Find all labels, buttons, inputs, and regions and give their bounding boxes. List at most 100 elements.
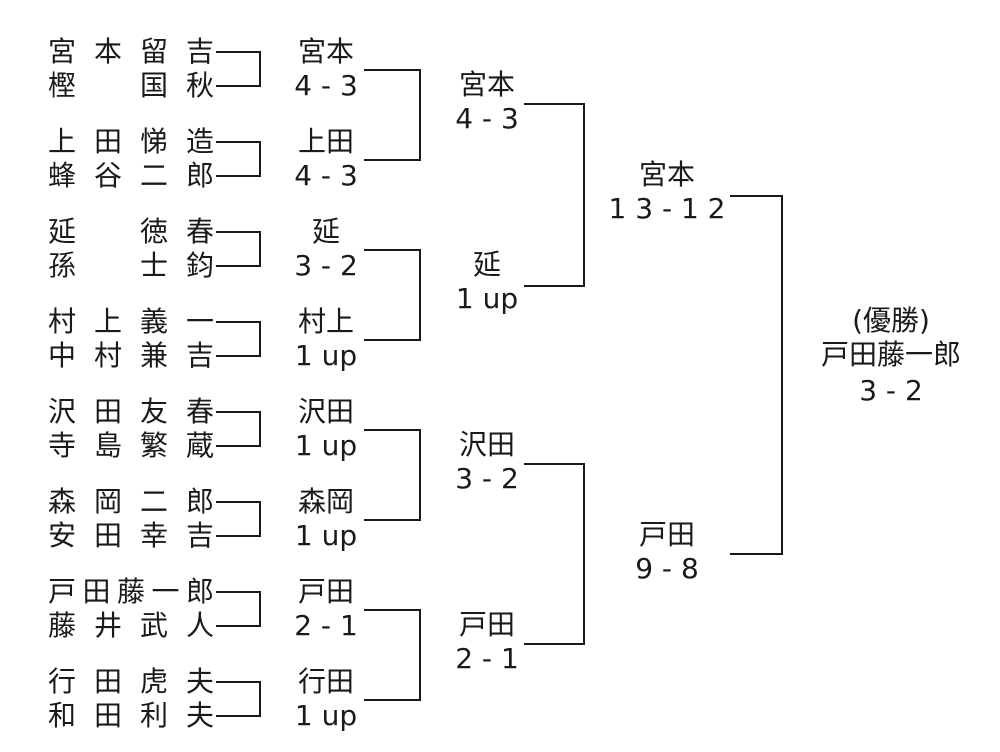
player-3: 上田悌造 (48, 125, 214, 159)
player-name-char (94, 69, 122, 103)
r1-score-4: 1 up (294, 339, 358, 372)
player-name-char (94, 215, 122, 249)
player-name-char: 和 (48, 699, 77, 732)
player-name-char: 岡 (93, 485, 122, 518)
player-15: 行田虎夫 (48, 665, 214, 699)
champion-score: 3 - 2 (859, 374, 923, 407)
player-name-char: 繁 (139, 429, 168, 462)
r1-winner-1: 宮本 (297, 35, 354, 68)
connector-r1-2 (216, 141, 261, 177)
player-name-char: 島 (93, 429, 122, 462)
connector-qf-1 (524, 103, 585, 287)
player-name-char: 悌 (139, 125, 168, 158)
player-name-char: 秋 (185, 69, 214, 102)
qf-score-1: 4 - 3 (455, 102, 519, 135)
player-name-char: 田 (93, 665, 122, 698)
champion-label: (優勝) (852, 304, 930, 337)
player-name-char: 造 (185, 125, 214, 158)
connector-qf-2 (524, 463, 585, 645)
player-10: 寺島繁蔵 (48, 429, 214, 463)
player-name-char: 延 (48, 215, 77, 248)
player-name-char: 徳 (139, 215, 168, 248)
sf-winner-1: 宮本 (638, 158, 695, 191)
sf-winner-2: 戸田 (638, 518, 695, 551)
player-name-char: 武 (139, 609, 168, 642)
player-name-char: 吉 (185, 35, 214, 68)
r1-score-7: 2 - 1 (294, 609, 358, 642)
qf-winner-3: 沢田 (458, 428, 515, 461)
r1-winner-5: 沢田 (297, 395, 354, 428)
player-name-char: 蔵 (185, 429, 214, 462)
player-name-char: 幸 (139, 519, 168, 552)
player-name-char: 吉 (185, 519, 214, 552)
connector-r1-8 (216, 681, 261, 717)
player-name-char: 鈞 (185, 249, 214, 282)
player-14: 藤井武人 (48, 609, 214, 643)
connector-sf (730, 195, 783, 555)
player-2: 樫 国秋 (48, 69, 214, 103)
connector-r2-4 (364, 609, 421, 701)
player-name-char: 蜂 (48, 159, 77, 192)
player-name-char: 藤 (116, 575, 145, 608)
champion-name: 戸田藤一郎 (820, 338, 961, 371)
r1-score-2: 4 - 3 (294, 159, 358, 192)
sf-score-1: 1 3 - 1 2 (608, 192, 726, 225)
player-name-char: 春 (185, 395, 214, 428)
player-name-char: 田 (82, 575, 111, 608)
player-name-char: 戸 (48, 575, 77, 608)
r1-score-6: 1 up (294, 519, 358, 552)
player-name-char: 孫 (48, 249, 77, 282)
player-name-char: 留 (139, 35, 168, 68)
connector-r1-6 (216, 501, 261, 537)
player-name-char: 上 (93, 305, 122, 338)
player-8: 中村兼吉 (48, 339, 214, 373)
player-name-char: 春 (185, 215, 214, 248)
qf-winner-1: 宮本 (458, 68, 515, 101)
player-name-char: 田 (93, 125, 122, 158)
connector-r1-7 (216, 591, 261, 627)
player-name-char: 藤 (48, 609, 77, 642)
player-name-char: 国 (139, 69, 168, 102)
r1-score-3: 3 - 2 (294, 249, 358, 282)
qf-winner-4: 戸田 (458, 608, 515, 641)
player-name-char: 吉 (185, 339, 214, 372)
connector-r2-3 (364, 429, 421, 521)
player-name-char: 一 (151, 575, 180, 608)
r1-score-1: 4 - 3 (294, 69, 358, 102)
player-13: 戸田藤一郎 (48, 575, 214, 609)
connector-r1-3 (216, 231, 261, 267)
player-name-char: 寺 (48, 429, 77, 462)
player-name-char: 中 (48, 339, 77, 372)
player-name-char: 人 (185, 609, 214, 642)
player-name-char: 兼 (139, 339, 168, 372)
player-name-char: 士 (139, 249, 168, 282)
r1-score-8: 1 up (294, 699, 358, 732)
player-name-char: 樫 (48, 69, 77, 102)
player-name-char: 谷 (93, 159, 122, 192)
connector-r1-4 (216, 321, 261, 357)
player-name-char: 二 (139, 485, 168, 518)
player-name-char: 一 (185, 305, 214, 338)
r1-score-5: 1 up (294, 429, 358, 462)
player-name-char: 田 (93, 395, 122, 428)
player-name-char: 虎 (139, 665, 168, 698)
player-name-char: 村 (93, 339, 122, 372)
player-1: 宮本留吉 (48, 35, 214, 69)
sf-score-2: 9 - 8 (635, 552, 699, 585)
r1-winner-6: 森岡 (297, 485, 354, 518)
player-name-char: 村 (48, 305, 77, 338)
player-16: 和田利夫 (48, 699, 214, 733)
player-4: 蜂谷二郎 (48, 159, 214, 193)
player-name-char: 田 (93, 519, 122, 552)
player-name-char: 夫 (185, 665, 214, 698)
player-name-char: 沢 (48, 395, 77, 428)
player-name-char: 郎 (185, 159, 214, 192)
player-name-char (94, 249, 122, 283)
player-name-char: 友 (139, 395, 168, 428)
player-name-char: 郎 (185, 575, 214, 608)
r1-winner-8: 行田 (297, 665, 354, 698)
qf-score-2: 1 up (455, 282, 519, 315)
player-name-char: 行 (48, 665, 77, 698)
r1-winner-3: 延 (311, 215, 340, 248)
